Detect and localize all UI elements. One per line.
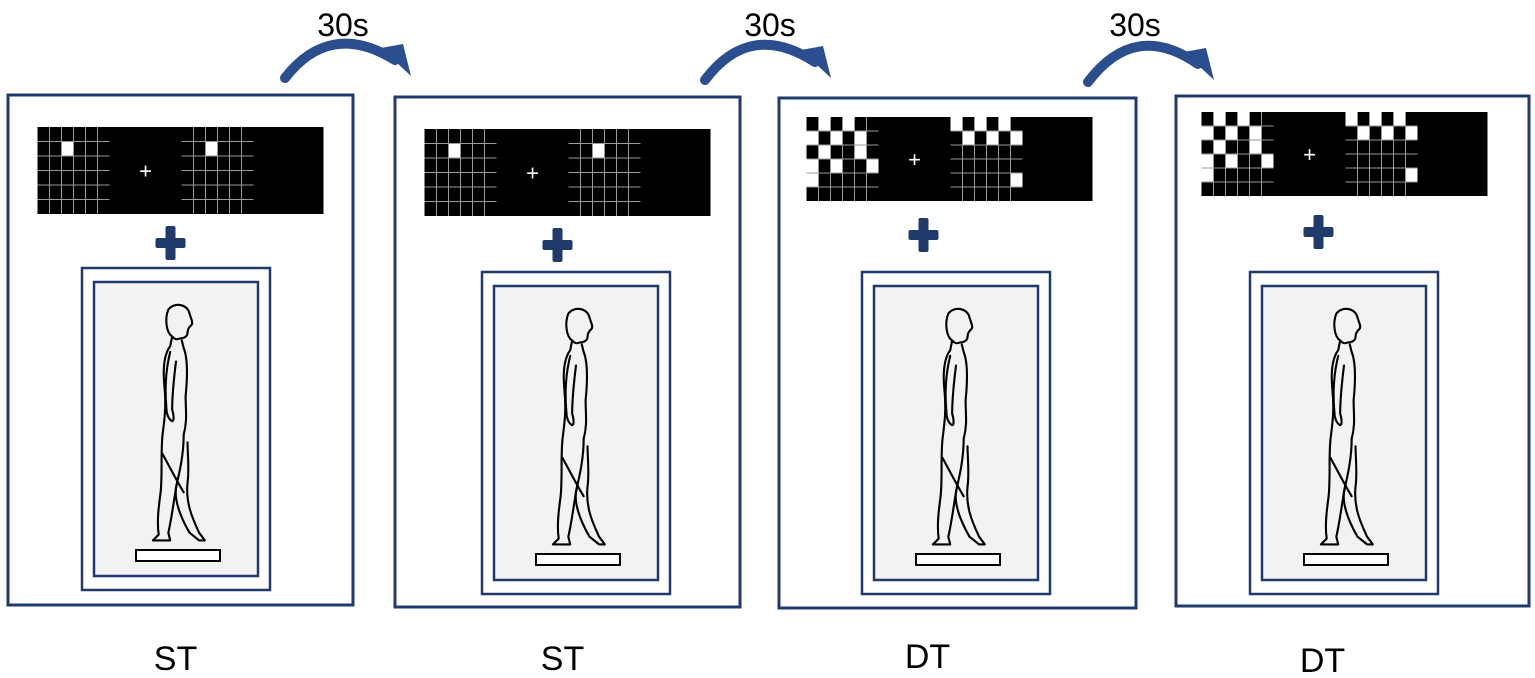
interval-label: 30s [1109, 7, 1161, 43]
arrow-head-icon [1184, 48, 1214, 80]
grid-cell-on [1261, 154, 1274, 168]
stimulus-fixation: + [878, 117, 951, 201]
grid-cell-on [1357, 126, 1370, 140]
transition-arrow-1: 30s [280, 7, 411, 83]
force-plate [915, 553, 1001, 566]
stimulus-blank [640, 129, 711, 216]
stimulus-fixation: + [109, 127, 182, 214]
grid-cell-on [592, 143, 605, 158]
grid-cell-on [1225, 154, 1238, 168]
grid-cell-on [1405, 168, 1418, 182]
grid-cell-on [854, 145, 867, 159]
stimulus-grid [37, 127, 110, 214]
curved-arrow-icon [280, 38, 400, 83]
grid-cell-on [1213, 112, 1226, 126]
grid-cell-on [1201, 168, 1214, 182]
panel-1: + ST [6, 93, 355, 678]
grid-cell-on [842, 117, 855, 131]
grid-cell-on [818, 145, 831, 159]
walking-platform [480, 270, 672, 596]
stimulus-grid [806, 117, 879, 201]
stimulus-grid [950, 117, 1023, 201]
stimulus-blank [253, 127, 324, 214]
force-plate [1303, 553, 1389, 566]
transition-arrow-3: 30s [1083, 7, 1214, 87]
grid-cell-on [1225, 126, 1238, 140]
plus-icon [1303, 215, 1334, 249]
grid-cell-on [1010, 131, 1023, 145]
stimulus-grid [1345, 112, 1418, 196]
force-plate [135, 549, 221, 562]
grid-cell-on [1237, 112, 1250, 126]
plus-icon [908, 218, 939, 252]
grid-cell-on [962, 131, 975, 145]
grid-cell-on [1405, 126, 1418, 140]
grid-cell-on [974, 117, 987, 131]
fixation-cross: + [139, 159, 152, 184]
fixation-cross: + [908, 147, 921, 172]
stimulus-grid [424, 129, 497, 216]
grid-cell-on [866, 159, 879, 173]
grid-cell-on [1369, 112, 1382, 126]
force-plate [535, 553, 621, 566]
grid-cell-on [1381, 126, 1394, 140]
grid-cell-on [1213, 140, 1226, 154]
panel-2: + ST [393, 95, 742, 678]
panel-caption: DT [905, 638, 950, 676]
grid-cell-on [205, 141, 218, 156]
grid-cell-on [1010, 173, 1023, 187]
panel-caption: ST [541, 640, 584, 678]
stimulus-grid [568, 129, 641, 216]
grid-cell-on [806, 131, 819, 145]
curved-arrow-icon [1083, 40, 1203, 87]
transition-arrow-2: 30s [700, 7, 831, 85]
grid-cell-on [1393, 112, 1406, 126]
walking-platform [1248, 270, 1440, 596]
panel-3: + DT [777, 96, 1138, 676]
fixation-cross: + [1303, 142, 1316, 167]
grid-cell-on [830, 131, 843, 145]
grid-cell-on [806, 173, 819, 187]
grid-cell-on [806, 159, 819, 173]
stimulus-grid [181, 127, 254, 214]
interval-label: 30s [317, 7, 369, 43]
stimulus-fixation: + [1273, 112, 1346, 196]
grid-cell-on [1345, 112, 1358, 126]
interval-label: 30s [744, 7, 796, 43]
grid-cell-on [998, 117, 1011, 131]
walking-platform [860, 270, 1052, 596]
stimulus-blank [1417, 112, 1488, 196]
curved-arrow-icon [700, 39, 820, 85]
grid-cell-on [950, 117, 963, 131]
grid-cell-on [818, 117, 831, 131]
stimulus-blank [1022, 117, 1093, 201]
grid-cell-on [1249, 126, 1262, 140]
panel-4: + DT [1174, 94, 1531, 678]
grid-cell-on [448, 143, 461, 158]
arrow-head-icon [801, 46, 831, 78]
plus-icon [155, 226, 186, 260]
grid-cell-on [986, 131, 999, 145]
panel-caption: ST [154, 640, 197, 678]
grid-cell-on [61, 141, 74, 156]
fixation-cross: + [526, 161, 539, 186]
grid-cell-on [854, 131, 867, 145]
grid-cell-on [1249, 140, 1262, 154]
grid-cell-on [830, 159, 843, 173]
grid-cell-on [1201, 126, 1214, 140]
arrow-head-icon [381, 44, 411, 76]
grid-cell-on [1201, 154, 1214, 168]
stimulus-fixation: + [496, 129, 569, 216]
panel-caption: DT [1300, 642, 1345, 678]
walking-platform [80, 266, 272, 592]
stimulus-grid [1201, 112, 1274, 196]
plus-icon [542, 228, 573, 262]
